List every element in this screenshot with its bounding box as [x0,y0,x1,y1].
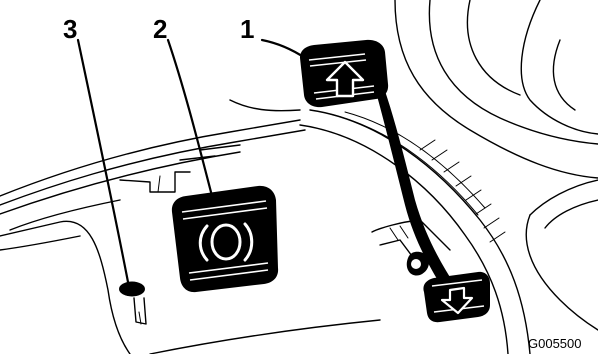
travel-pedal-reverse-pad [423,271,490,323]
arrow-down-icon [440,286,474,315]
callout-1: 1 [240,14,254,44]
brake-pedal [171,185,279,293]
floor-platform [0,99,381,354]
callout-2: 2 [153,14,167,44]
console-housing [299,0,598,354]
travel-pedal-forward-pad [300,39,389,108]
callout-3: 3 [63,14,77,44]
callout-leaders [76,38,307,284]
figure-id: G005500 [528,336,582,351]
parking-brake-lever [119,281,147,325]
arrow-up-icon [325,60,365,98]
brake-symbol-icon [198,222,254,262]
travel-pedal [300,39,490,323]
